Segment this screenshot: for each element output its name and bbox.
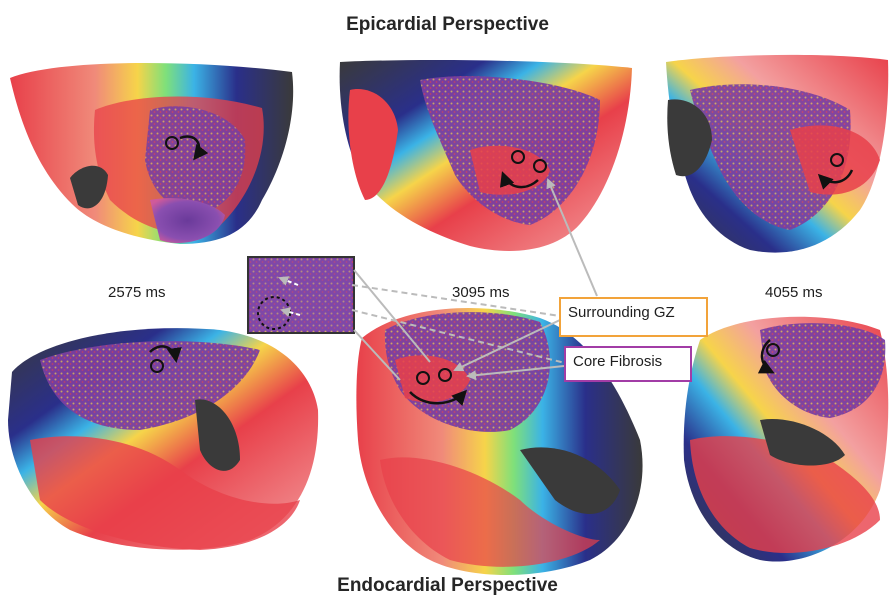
- zoom-inset: [247, 256, 355, 334]
- epicardial-title: Epicardial Perspective: [346, 14, 549, 35]
- reentry-arrow-icon: [817, 169, 854, 190]
- reentry-arrow-icon: [409, 389, 468, 406]
- surrounding-gz-label: Surrounding GZ: [559, 297, 708, 337]
- epicardial-heart-3095ms: [339, 60, 632, 251]
- reentry-arrow-icon: [179, 135, 209, 161]
- zoom-arrow-core: [280, 307, 301, 317]
- core-marker-circle: [511, 150, 525, 164]
- zoom-arrow-gz: [278, 276, 299, 286]
- epicardial-heart-2575ms: [10, 62, 294, 244]
- timestamp-3095: 3095 ms: [452, 284, 510, 301]
- core-marker-circle: [830, 153, 844, 167]
- core-marker-circle: [533, 159, 547, 173]
- endocardial-heart-2575ms: [8, 328, 319, 550]
- reentry-arrow-icon: [149, 345, 182, 363]
- timestamp-2575: 2575 ms: [108, 284, 166, 301]
- core-marker-circle: [416, 371, 430, 385]
- endocardial-heart-4055ms: [683, 316, 889, 562]
- core-marker-circle: [165, 136, 179, 150]
- core-marker-circle: [766, 343, 780, 357]
- reentry-arrow-icon: [499, 171, 539, 189]
- timestamp-4055: 4055 ms: [765, 284, 823, 301]
- reentry-arrow-icon: [757, 339, 775, 374]
- connector-lines: [351, 178, 598, 381]
- endocardial-title: Endocardial Perspective: [337, 575, 558, 596]
- core-marker-circle: [150, 359, 164, 373]
- epicardial-heart-4055ms: [666, 54, 889, 253]
- core-fibrosis-label: Core Fibrosis: [564, 346, 692, 382]
- core-marker-circle: [438, 368, 452, 382]
